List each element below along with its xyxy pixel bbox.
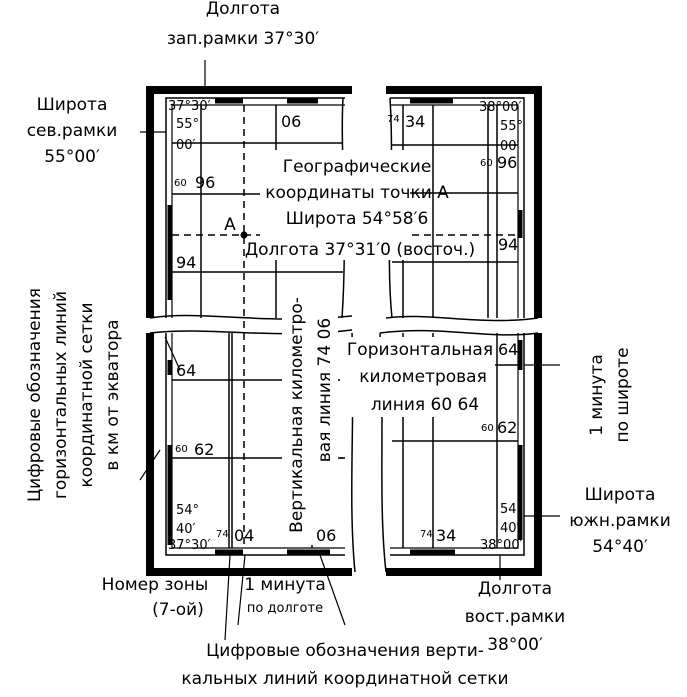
grid-60: 60 <box>174 178 187 189</box>
horizontal-line-label-3: линия 60 64 <box>371 395 479 415</box>
horizontal-digits-label-2: горизонтальных линий <box>51 291 71 499</box>
geo-title-2: координаты точки А <box>265 183 449 203</box>
east-lon-value: 38°00′ <box>487 635 543 655</box>
north-lat-label: Широта <box>37 95 108 115</box>
east-lon-label: Долгота <box>478 579 552 599</box>
west-lon-value: зап.рамки 37°30′ <box>167 29 319 49</box>
frame-labels: 37°30′ 38°00′ 37°30′ 38°00′ 55° 00′ 55° … <box>168 99 523 553</box>
callouts: Долгота зап.рамки 37°30′ Широта сев.рамк… <box>25 0 671 689</box>
grid-94: 94 <box>176 253 196 272</box>
grid-06-s: 06 <box>316 526 336 545</box>
sw-lon: 37°30′ <box>168 538 211 553</box>
grid-34-s: 34 <box>436 526 456 545</box>
south-lat-label: Широта <box>585 485 656 505</box>
north-lat-frame: сев.рамки <box>27 121 118 141</box>
grid-74: 74 <box>387 114 400 125</box>
s-deg: 54° <box>176 503 199 518</box>
se-lon: 38°00′ <box>480 538 523 553</box>
horizontal-digits-label-4: в км от экватора <box>103 319 123 470</box>
east-lon-frame: вост.рамки <box>465 607 565 627</box>
grid-74-s: 74 <box>216 529 229 540</box>
minute-lat-sub: по широте <box>613 347 633 442</box>
grid-94-e: 94 <box>498 235 518 254</box>
grid-64: 64 <box>176 361 196 380</box>
zone-value: (7-ой) <box>152 600 204 620</box>
vertical-line-label-2: вая линия 74 06 <box>315 318 335 462</box>
grid-64-e: 64 <box>498 340 518 359</box>
west-lon-label: Долгота <box>206 0 280 19</box>
grid-04: 04 <box>234 526 254 545</box>
n-deg-e: 55° <box>500 119 523 134</box>
s-min-e: 40′ <box>500 521 520 536</box>
inner-labels: Географические координаты точки А Широта… <box>224 150 495 545</box>
latitude-value: Широта 54°58′6 <box>286 209 429 229</box>
zone-label: Номер зоны <box>102 575 209 595</box>
vertical-digits-label: Цифровые обозначения верти- <box>206 641 484 661</box>
vertical-line-label: Вертикальная километро- <box>287 297 307 533</box>
s-deg-e: 54° <box>500 502 523 517</box>
minute-lat-label: 1 минута <box>587 354 607 436</box>
grid-60-s: 60 <box>175 444 188 455</box>
longitude-value: Долгота 37°31′0 (восточ.) <box>245 240 475 260</box>
grid-60-e: 60 <box>480 158 493 169</box>
geo-title: Географические <box>283 157 432 177</box>
point-a-label: А <box>224 215 236 235</box>
n-min-e: 00′ <box>500 139 520 154</box>
point-a-marker <box>240 231 248 239</box>
horizontal-digits-label: Цифровые обозначения <box>25 288 45 502</box>
grid-60-se: 60 <box>481 423 494 434</box>
grid-62-e: 62 <box>497 418 517 437</box>
south-lat-frame: южн.рамки <box>569 511 671 531</box>
north-lat-value: 55°00′ <box>44 147 100 167</box>
grid-96: 96 <box>195 173 215 192</box>
n-min: 00′ <box>176 138 196 153</box>
horizontal-digits-label-3: координатной сетки <box>77 302 97 487</box>
grid-06: 06 <box>281 112 301 131</box>
minute-lon-sub: по долготе <box>247 601 323 616</box>
south-lat-value: 54°40′ <box>592 537 648 557</box>
n-deg: 55° <box>176 117 199 132</box>
grid-34: 34 <box>405 112 425 131</box>
grid-96-e: 96 <box>497 153 517 172</box>
ne-lon: 38°00′ <box>479 100 522 115</box>
horizontal-line-label-2: километровая <box>359 367 487 387</box>
vertical-digits-label-2: кальных линий координатной сетки <box>181 669 508 689</box>
s-min: 40′ <box>176 522 196 537</box>
minute-lon-label: 1 минута <box>244 575 326 595</box>
grid-62: 62 <box>194 440 214 459</box>
horizontal-line-label: Горизонтальная <box>347 340 493 360</box>
nw-lon: 37°30′ <box>168 99 211 114</box>
grid-74-se: 74 <box>420 529 433 540</box>
